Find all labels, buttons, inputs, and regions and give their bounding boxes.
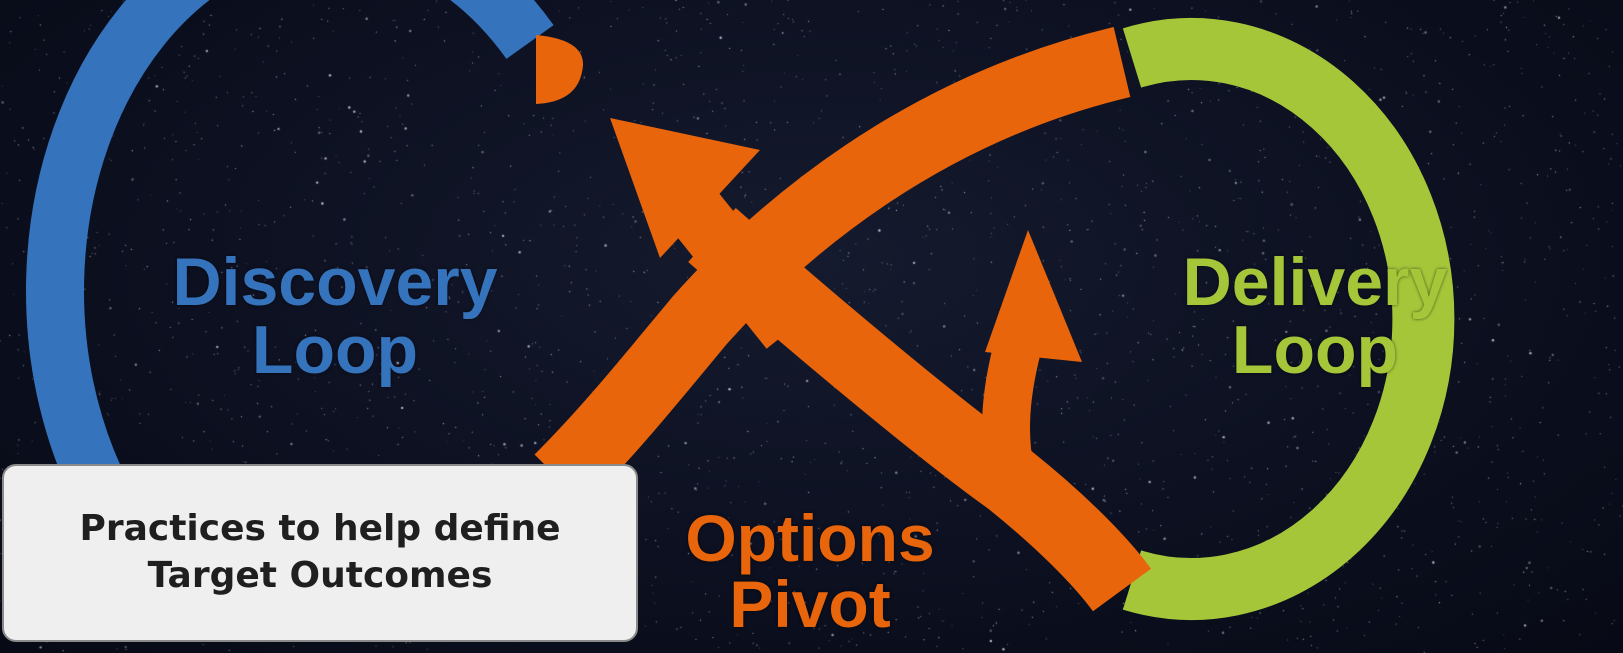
arrow-to-discovery-shaft bbox=[666, 186, 814, 349]
options-pivot-label: Options Pivot bbox=[650, 505, 970, 637]
options-label-line1: Options bbox=[685, 501, 935, 575]
discovery-loop-cap bbox=[536, 35, 584, 104]
delivery-label-line1: Delivery bbox=[1182, 244, 1448, 320]
delivery-loop-arc bbox=[1122, 18, 1455, 620]
delivery-label-line2: Loop bbox=[1231, 312, 1399, 388]
arrow-to-discovery-head bbox=[610, 118, 760, 258]
callout-line1: Practices to help define bbox=[79, 508, 561, 550]
options-label-line2: Pivot bbox=[729, 567, 891, 641]
discovery-label-line1: Discovery bbox=[172, 244, 498, 320]
discovery-label-line2: Loop bbox=[251, 312, 419, 388]
delivery-loop-label: Delivery Loop bbox=[1150, 248, 1480, 384]
discovery-loop-label: Discovery Loop bbox=[120, 248, 550, 384]
callout-line2: Target Outcomes bbox=[147, 555, 493, 596]
callout-box: Practices to help define Target Outcomes bbox=[2, 464, 638, 642]
arrow-up-head bbox=[985, 230, 1082, 362]
discovery-loop-arc bbox=[26, 0, 554, 557]
